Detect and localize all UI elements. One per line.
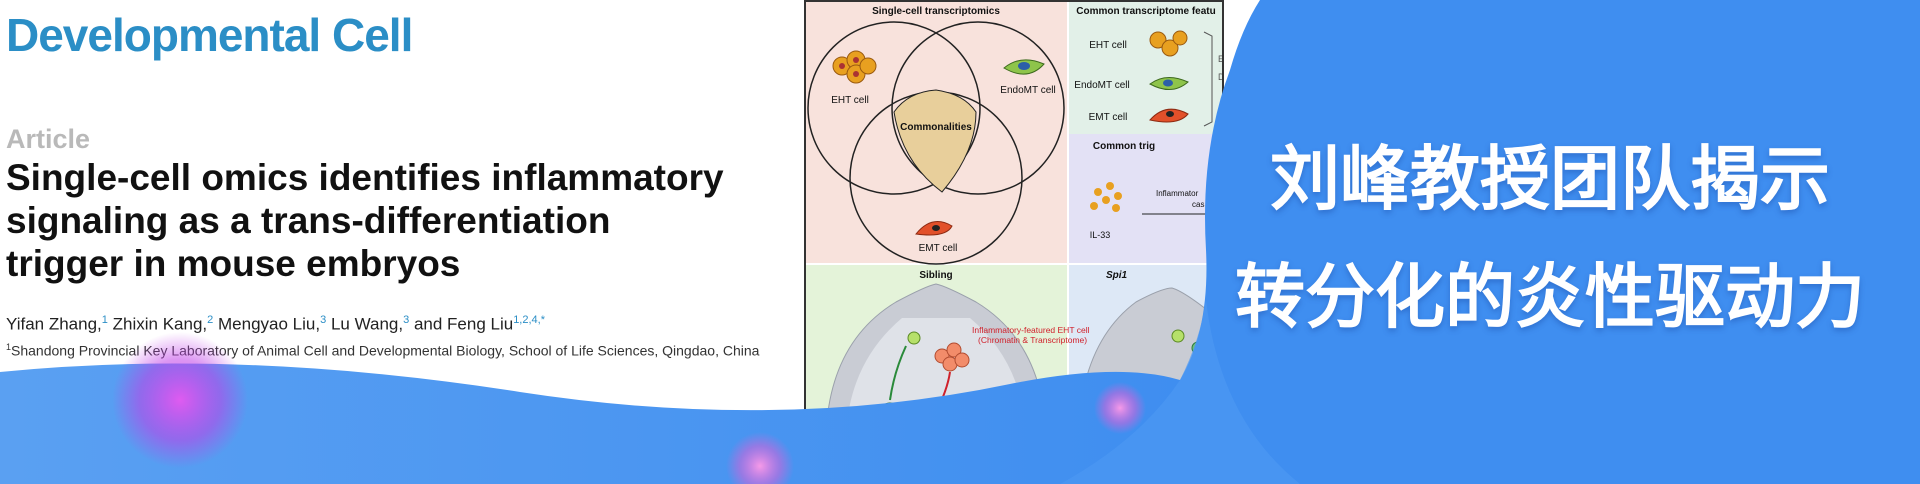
- sibling-annotation-1: Inflammatory-featured EHT cell: [972, 325, 1090, 335]
- common-panel-title: Common transcriptome featu: [1076, 6, 1215, 17]
- author-name: Lu Wang,: [330, 314, 404, 334]
- headline-line-2: 转分化的炎性驱动力: [1235, 256, 1865, 338]
- author-affil-sup: 3: [403, 314, 410, 326]
- author-name: and Feng Liu: [413, 314, 514, 334]
- sibling-panel-title: Sibling: [919, 270, 952, 281]
- emt-cell-icon: [915, 221, 953, 236]
- endomt-cell-icon: [1003, 59, 1045, 75]
- venn-label-emt: EMT cell: [919, 243, 958, 254]
- eht-cell-icon: [832, 50, 877, 84]
- affiliation-sup: 1: [6, 342, 12, 352]
- il33-label: IL-33: [1090, 230, 1111, 240]
- article-type: Article: [6, 124, 91, 154]
- spi1-progenitor-cell: [1171, 329, 1185, 343]
- venn-panel-title: Single-cell transcriptomics: [872, 6, 1000, 17]
- author-affil-sup: 3: [320, 314, 327, 326]
- common-right-mark: E: [1218, 54, 1222, 64]
- venn-center-region: [893, 89, 977, 193]
- common-row-label: EndoMT cell: [1074, 80, 1129, 91]
- venn-circle-eht: [807, 21, 981, 195]
- common-right-mark: D: [1218, 72, 1222, 82]
- author-list: Yifan Zhang,1 Zhixin Kang,2 Mengyao Liu,…: [6, 314, 545, 335]
- author-affil-sup: 1: [101, 314, 108, 326]
- affiliation-text: Shandong Provincial Key Laboratory of An…: [11, 342, 760, 359]
- graphical-abstract: Single-cell transcriptomics EHT cell End…: [804, 0, 1224, 436]
- venn-label-endomt: EndoMT cell: [1000, 85, 1055, 96]
- author-affil-sup: 2: [207, 314, 214, 326]
- headline-line-1: 刘峰教授团队揭示: [1270, 138, 1830, 220]
- venn-label-eht: EHT cell: [831, 95, 869, 106]
- red-cell: [928, 404, 952, 428]
- sibling-progenitor-cell: [907, 331, 921, 345]
- author-name: Yifan Zhang,: [6, 314, 102, 334]
- spi1-cell: [1191, 357, 1205, 371]
- green-cell: [878, 402, 902, 426]
- headline: 刘峰教授团队揭示 转分化的炎性驱动力: [1190, 120, 1910, 356]
- title-line: signaling as a trans-differentiation: [6, 200, 611, 241]
- spi1-panel-title: Spi1: [1106, 270, 1128, 281]
- title-line: trigger in mouse embryos: [6, 243, 461, 284]
- author-name: Zhixin Kang,: [112, 314, 208, 334]
- common-row-label: EHT cell: [1089, 40, 1127, 51]
- journal-name: Developmental Cell: [6, 9, 413, 61]
- paper-title: Single-cell omics identifies inflammator…: [6, 156, 796, 285]
- venn-label-center: Commonalities: [900, 122, 972, 133]
- affiliation: 1Shandong Provincial Key Laboratory of A…: [6, 337, 806, 361]
- author-affil-sup: 1,2,4,*: [513, 314, 545, 326]
- author-name: Mengyao Liu,: [218, 314, 321, 334]
- paper-header: Developmental Cell Article Single-cell o…: [0, 0, 800, 484]
- common-row-label: EMT cell: [1089, 112, 1128, 123]
- sibling-annotation-2: (Chromatin & Transcriptome): [978, 335, 1087, 345]
- title-line: Single-cell omics identifies inflammator…: [6, 157, 724, 198]
- trigger-panel-title: Common trig: [1093, 141, 1155, 152]
